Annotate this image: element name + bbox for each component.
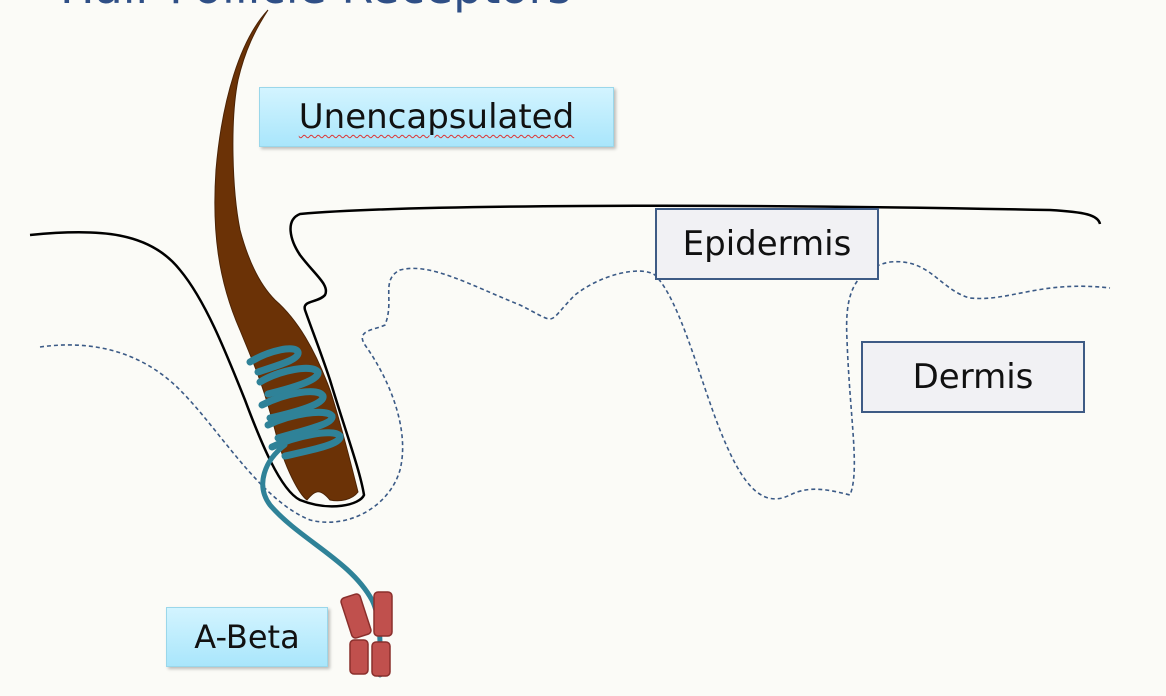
- skin-surface-line: [29, 204, 1102, 508]
- slide-title: Hair Follicle Receptors: [60, 0, 571, 14]
- nerve-coil: [246, 345, 302, 376]
- myelin-segment: [340, 593, 372, 639]
- nerve-coil: [268, 429, 344, 460]
- myelin-segment: [371, 641, 391, 677]
- nerve-coil: [264, 408, 336, 442]
- abeta-label: A-Beta: [166, 607, 328, 667]
- epidermis-label: Epidermis: [655, 208, 879, 280]
- dermis-label: Dermis: [861, 341, 1085, 413]
- hair-shaft: [214, 9, 359, 502]
- nerve-coils: [246, 345, 344, 460]
- nerve-coil: [258, 388, 327, 422]
- myelin-segment: [373, 591, 393, 637]
- unencapsulated-text: Unencapsulated: [298, 97, 575, 137]
- myelin-sheath: [340, 591, 393, 677]
- nerve-coil: [256, 364, 322, 398]
- unencapsulated-label: Unencapsulated: [259, 87, 614, 147]
- myelin-segment: [349, 639, 369, 675]
